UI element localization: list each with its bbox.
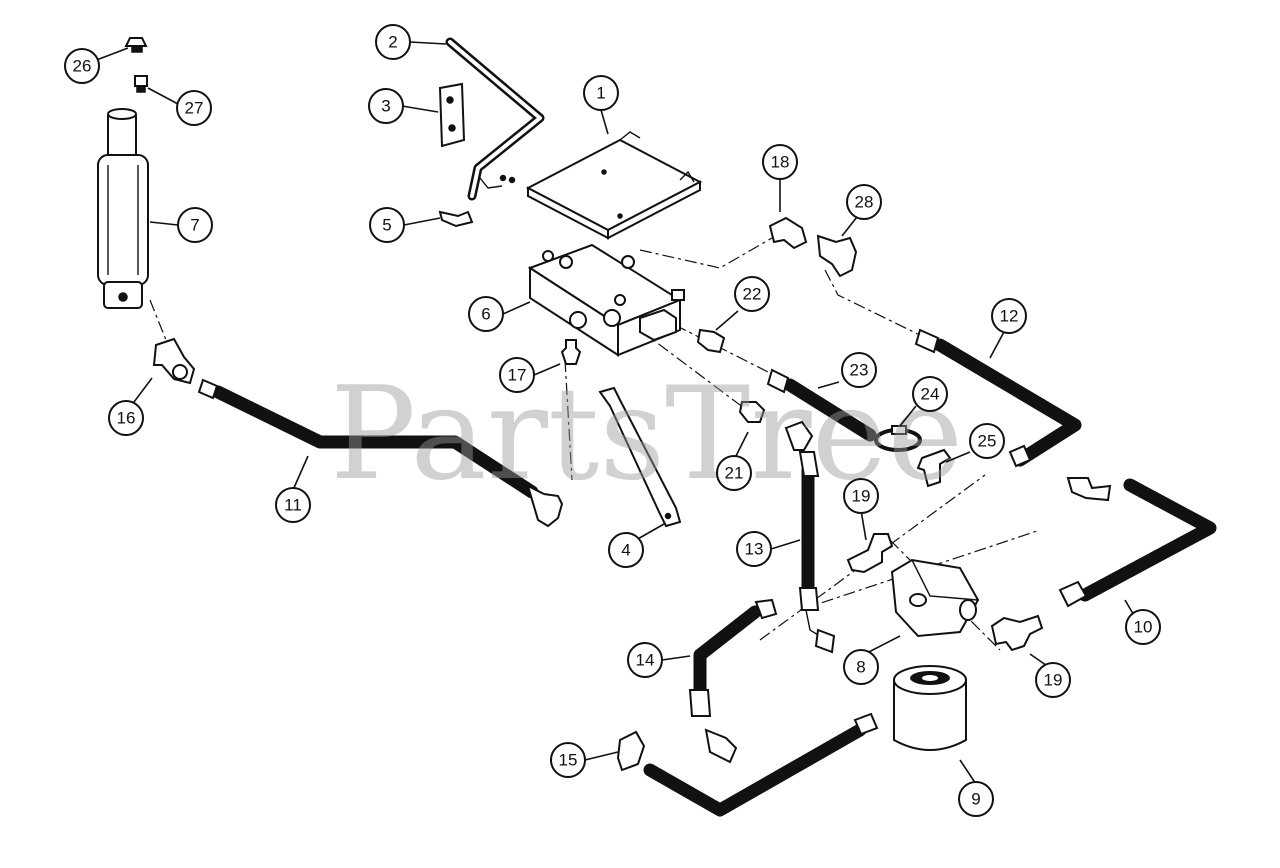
plug-26 — [124, 37, 148, 53]
svg-text:3: 3 — [381, 97, 390, 116]
callout-3: 3 — [368, 88, 404, 124]
svg-text:9: 9 — [971, 790, 980, 809]
svg-text:15: 15 — [559, 751, 578, 770]
rod-2 — [445, 37, 545, 201]
svg-text:19: 19 — [1044, 671, 1063, 690]
callout-2: 2 — [375, 24, 411, 60]
svg-text:24: 24 — [921, 385, 940, 404]
filter-9 — [893, 665, 967, 751]
callout-27: 27 — [176, 90, 212, 126]
hose-11 — [211, 385, 539, 499]
svg-text:21: 21 — [725, 464, 744, 483]
callout-12: 12 — [991, 298, 1027, 334]
svg-text:6: 6 — [481, 305, 490, 324]
svg-text:17: 17 — [508, 366, 527, 385]
svg-text:4: 4 — [621, 541, 630, 560]
callout-11: 11 — [275, 487, 311, 523]
callout-9: 9 — [958, 781, 994, 817]
svg-text:19: 19 — [852, 487, 871, 506]
callout-14: 14 — [627, 642, 663, 678]
callout-28: 28 — [846, 184, 882, 220]
svg-text:5: 5 — [382, 216, 391, 235]
callout-5: 5 — [369, 207, 405, 243]
callout-1: 1 — [583, 75, 619, 111]
callout-23: 23 — [841, 352, 877, 388]
bracket-3 — [438, 82, 466, 148]
callout-16: 16 — [108, 400, 144, 436]
callout-10: 10 — [1125, 609, 1161, 645]
elbow-16 — [152, 337, 196, 385]
callout-21: 21 — [716, 455, 752, 491]
svg-text:10: 10 — [1134, 618, 1153, 637]
fitting-28 — [816, 234, 858, 278]
svg-text:25: 25 — [978, 432, 997, 451]
svg-text:2: 2 — [388, 33, 397, 52]
svg-text:13: 13 — [745, 540, 764, 559]
callout-22: 22 — [734, 276, 770, 312]
callout-19b: 19 — [1035, 662, 1071, 698]
callout-18: 18 — [762, 144, 798, 180]
plate-1 — [525, 131, 703, 240]
hose-15 — [643, 723, 867, 817]
tee-19b — [990, 614, 1044, 652]
svg-text:22: 22 — [743, 285, 762, 304]
svg-text:23: 23 — [850, 361, 869, 380]
svg-text:11: 11 — [284, 496, 302, 515]
cylinder-7 — [97, 108, 149, 309]
hose-12 — [933, 338, 1082, 467]
clamp-24 — [874, 425, 922, 452]
filter-head-8 — [890, 558, 980, 638]
hose-14 — [693, 605, 762, 707]
fitting-21 — [738, 401, 766, 423]
leader-lines — [85, 41, 1136, 785]
svg-text:26: 26 — [73, 57, 92, 76]
hoses — [197, 328, 1217, 817]
support-4 — [598, 386, 682, 528]
callout-8: 8 — [843, 649, 879, 685]
svg-text:16: 16 — [117, 409, 136, 428]
callout-15: 15 — [550, 742, 586, 778]
callout-4: 4 — [608, 532, 644, 568]
callout-24: 24 — [912, 376, 948, 412]
hose-10 — [1078, 478, 1217, 602]
svg-text:28: 28 — [855, 193, 874, 212]
svg-text:8: 8 — [856, 658, 865, 677]
fitting-27 — [134, 75, 148, 93]
svg-text:14: 14 — [636, 651, 655, 670]
fitting-22 — [696, 328, 726, 354]
callout-25: 25 — [969, 423, 1005, 459]
callout-19a: 19 — [843, 478, 879, 514]
callout-6: 6 — [468, 296, 504, 332]
svg-text:7: 7 — [190, 216, 199, 235]
svg-text:1: 1 — [596, 84, 605, 103]
fitting-17 — [560, 339, 582, 365]
svg-text:12: 12 — [1000, 307, 1019, 326]
callout-7: 7 — [177, 207, 213, 243]
svg-text:27: 27 — [185, 99, 204, 118]
callout-13: 13 — [736, 531, 772, 567]
tee-25 — [916, 448, 952, 488]
callout-17: 17 — [499, 357, 535, 393]
callouts: 1 2 3 4 5 6 7 8 9 10 11 12 13 14 15 16 1… — [64, 24, 1161, 817]
valve-6 — [527, 243, 685, 357]
callout-26: 26 — [64, 48, 100, 84]
hose-23 — [783, 378, 877, 442]
tee-19a — [846, 533, 894, 574]
elbow-18 — [768, 216, 808, 250]
svg-text:18: 18 — [771, 153, 790, 172]
clip-5 — [438, 174, 516, 228]
